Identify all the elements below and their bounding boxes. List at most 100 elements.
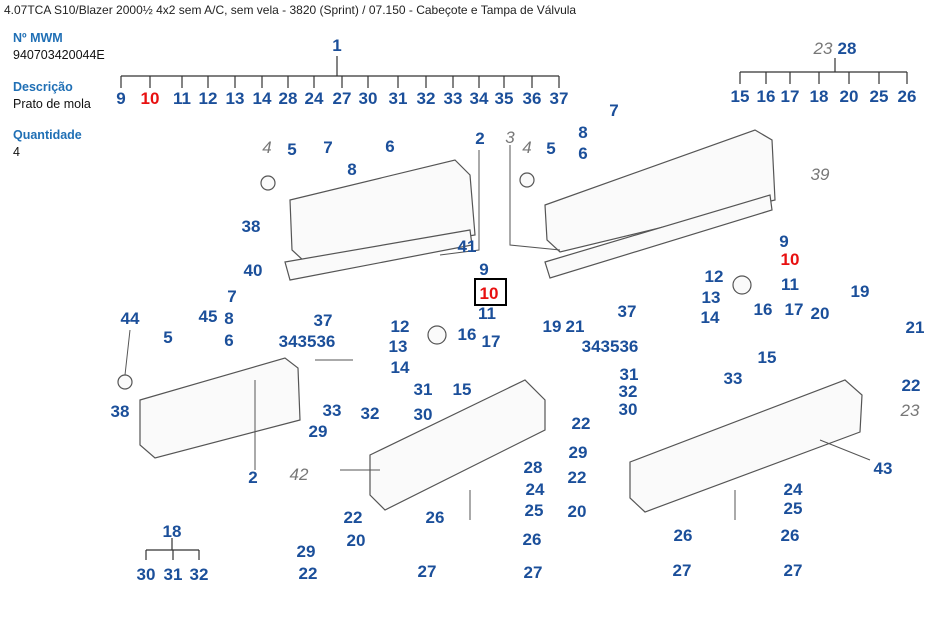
callout-26[interactable]: 26 <box>674 526 693 545</box>
callout-26[interactable]: 26 <box>898 87 917 106</box>
callout-36[interactable]: 36 <box>523 89 542 108</box>
callout-13[interactable]: 13 <box>702 288 721 307</box>
callout-5[interactable]: 5 <box>287 140 296 159</box>
callout-10[interactable]: 10 <box>781 250 800 269</box>
callout-16[interactable]: 16 <box>757 87 776 106</box>
callout-26[interactable]: 26 <box>426 508 445 527</box>
callout-23[interactable]: 23 <box>813 39 833 58</box>
callout-29[interactable]: 29 <box>297 542 316 561</box>
callout-25[interactable]: 25 <box>784 499 803 518</box>
callout-12[interactable]: 12 <box>199 89 218 108</box>
callout-8[interactable]: 8 <box>578 123 587 142</box>
callout-20[interactable]: 20 <box>347 531 366 550</box>
callout-18[interactable]: 18 <box>810 87 829 106</box>
callout-24[interactable]: 24 <box>526 480 545 499</box>
callout-33[interactable]: 33 <box>444 89 463 108</box>
callout-30[interactable]: 30 <box>619 400 638 419</box>
callout-16[interactable]: 16 <box>458 325 477 344</box>
callout-25[interactable]: 25 <box>525 501 544 520</box>
callout-17[interactable]: 17 <box>781 87 800 106</box>
callout-31[interactable]: 31 <box>620 365 639 384</box>
callout-37[interactable]: 37 <box>550 89 569 108</box>
callout-21[interactable]: 21 <box>566 317 585 336</box>
callout-6[interactable]: 6 <box>385 137 394 156</box>
callout-21[interactable]: 21 <box>906 318 925 337</box>
callout-28[interactable]: 28 <box>524 458 543 477</box>
callout-27[interactable]: 27 <box>673 561 692 580</box>
callout-4[interactable]: 4 <box>262 138 271 157</box>
callout-5[interactable]: 5 <box>163 328 172 347</box>
callout-24[interactable]: 24 <box>305 89 324 108</box>
callout-6[interactable]: 6 <box>224 331 233 350</box>
callout-8[interactable]: 8 <box>224 309 233 328</box>
callout-13[interactable]: 13 <box>226 89 245 108</box>
callout-1[interactable]: 1 <box>332 36 341 55</box>
callout-43[interactable]: 43 <box>874 459 893 478</box>
callout-12[interactable]: 12 <box>391 317 410 336</box>
callout-40[interactable]: 40 <box>244 261 263 280</box>
callout-15[interactable]: 15 <box>758 348 777 367</box>
callout-30[interactable]: 30 <box>137 565 156 584</box>
callout-38[interactable]: 38 <box>111 402 130 421</box>
callout-32[interactable]: 32 <box>619 382 638 401</box>
callout-30[interactable]: 30 <box>414 405 433 424</box>
callout-3[interactable]: 3 <box>505 128 515 147</box>
callout-20[interactable]: 20 <box>568 502 587 521</box>
callout-22[interactable]: 22 <box>572 414 591 433</box>
callout-32[interactable]: 32 <box>190 565 209 584</box>
callout-5[interactable]: 5 <box>546 139 555 158</box>
callout-17[interactable]: 17 <box>482 332 501 351</box>
callout-42[interactable]: 42 <box>290 465 309 484</box>
callout-19[interactable]: 19 <box>851 282 870 301</box>
callout-45[interactable]: 45 <box>199 307 218 326</box>
callout-27[interactable]: 27 <box>784 561 803 580</box>
callout-9[interactable]: 9 <box>479 260 488 279</box>
callout-38[interactable]: 38 <box>242 217 261 236</box>
callout-8[interactable]: 8 <box>347 160 356 179</box>
callout-14[interactable]: 14 <box>253 89 272 108</box>
callout-343536[interactable]: 343536 <box>582 337 639 356</box>
callout-22[interactable]: 22 <box>344 508 363 527</box>
callout-28[interactable]: 28 <box>279 89 298 108</box>
callout-31[interactable]: 31 <box>389 89 408 108</box>
callout-37[interactable]: 37 <box>314 311 333 330</box>
callout-29[interactable]: 29 <box>569 443 588 462</box>
callout-7[interactable]: 7 <box>323 138 332 157</box>
callout-34[interactable]: 34 <box>470 89 489 108</box>
callout-14[interactable]: 14 <box>701 308 720 327</box>
callout-9[interactable]: 9 <box>779 232 788 251</box>
callout-17[interactable]: 17 <box>785 300 804 319</box>
callout-44[interactable]: 44 <box>121 309 140 328</box>
callout-27[interactable]: 27 <box>418 562 437 581</box>
callout-11[interactable]: 11 <box>781 275 799 294</box>
callout-39[interactable]: 39 <box>811 165 830 184</box>
callout-6[interactable]: 6 <box>578 144 587 163</box>
callout-32[interactable]: 32 <box>361 404 380 423</box>
callout-10[interactable]: 10 <box>480 284 499 303</box>
callout-30[interactable]: 30 <box>359 89 378 108</box>
callout-20[interactable]: 20 <box>840 87 859 106</box>
callout-20[interactable]: 20 <box>811 304 830 323</box>
callout-41[interactable]: 41 <box>458 237 477 256</box>
callout-7[interactable]: 7 <box>609 101 618 120</box>
callout-14[interactable]: 14 <box>391 358 410 377</box>
callout-22[interactable]: 22 <box>299 564 318 583</box>
callout-13[interactable]: 13 <box>389 337 408 356</box>
callout-37[interactable]: 37 <box>618 302 637 321</box>
callout-25[interactable]: 25 <box>870 87 889 106</box>
callout-28[interactable]: 28 <box>838 39 857 58</box>
callout-33[interactable]: 33 <box>323 401 342 420</box>
callout-22[interactable]: 22 <box>568 468 587 487</box>
callout-27[interactable]: 27 <box>524 563 543 582</box>
callout-24[interactable]: 24 <box>784 480 803 499</box>
callout-23[interactable]: 23 <box>900 401 920 420</box>
callout-33[interactable]: 33 <box>724 369 743 388</box>
callout-343536[interactable]: 343536 <box>279 332 336 351</box>
callout-22[interactable]: 22 <box>902 376 921 395</box>
callout-15[interactable]: 15 <box>731 87 750 106</box>
callout-12[interactable]: 12 <box>705 267 724 286</box>
callout-31[interactable]: 31 <box>414 380 433 399</box>
callout-26[interactable]: 26 <box>523 530 542 549</box>
callout-31[interactable]: 31 <box>164 565 183 584</box>
callout-11[interactable]: 11 <box>478 304 496 323</box>
